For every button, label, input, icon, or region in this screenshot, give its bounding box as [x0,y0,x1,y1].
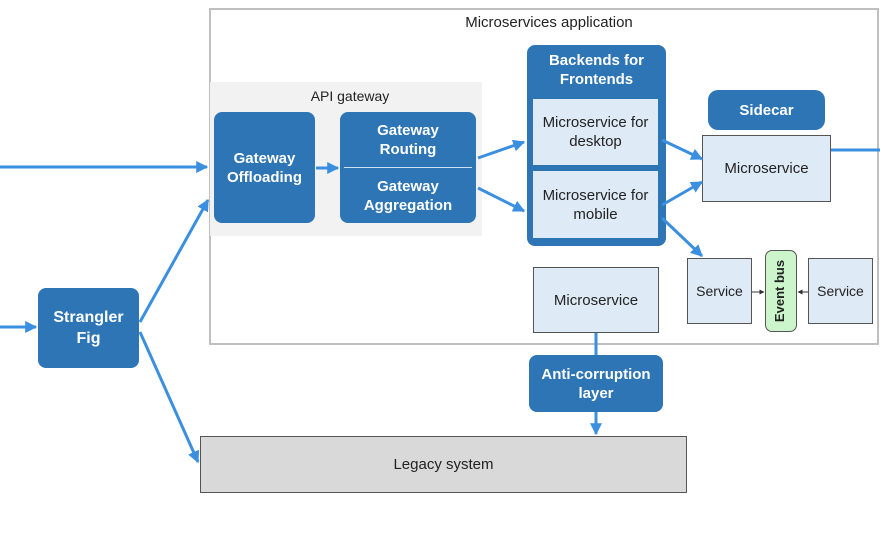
strangler-fig-box[interactable]: Strangler Fig [38,288,139,368]
arrow-routing-to-desktop [477,139,526,160]
app-title: Microservices application [465,14,633,31]
legacy-system-box[interactable]: Legacy system [200,436,687,493]
arrow-aggregation-to-mobile [477,186,526,213]
arrow-desktop-to-microservice [661,138,704,161]
anti-corruption-layer-box[interactable]: Anti-corruption layer [529,355,663,412]
gateway-offloading-box[interactable]: Gateway Offloading [214,112,315,223]
arrow-strangler-to-offloading [138,198,210,323]
arrow-strangler-to-legacy [138,331,200,464]
microservice-right-box[interactable]: Microservice [702,135,831,202]
sidecar-box[interactable]: Sidecar [708,90,825,130]
gateway-aggregation-box[interactable]: Gateway Aggregation [363,178,453,214]
microservice-bottom-box[interactable]: Microservice [533,267,659,333]
gateway-routing-box[interactable]: Gateway Routing [377,122,439,158]
bff-title: Backends for Frontends [548,52,645,88]
service-right-box[interactable]: Service [808,258,873,324]
arrow-mobile-to-microservice [661,180,704,207]
service-left-box[interactable]: Service [687,258,752,324]
event-bus-box[interactable] [765,250,797,332]
api-gateway-label: API gateway [310,88,390,104]
microservice-desktop-box[interactable]: Microservice for desktop [533,99,658,165]
arrow-mobile-to-service [660,216,704,258]
microservice-mobile-box[interactable]: Microservice for mobile [533,171,658,238]
gateway-divider [344,167,472,168]
